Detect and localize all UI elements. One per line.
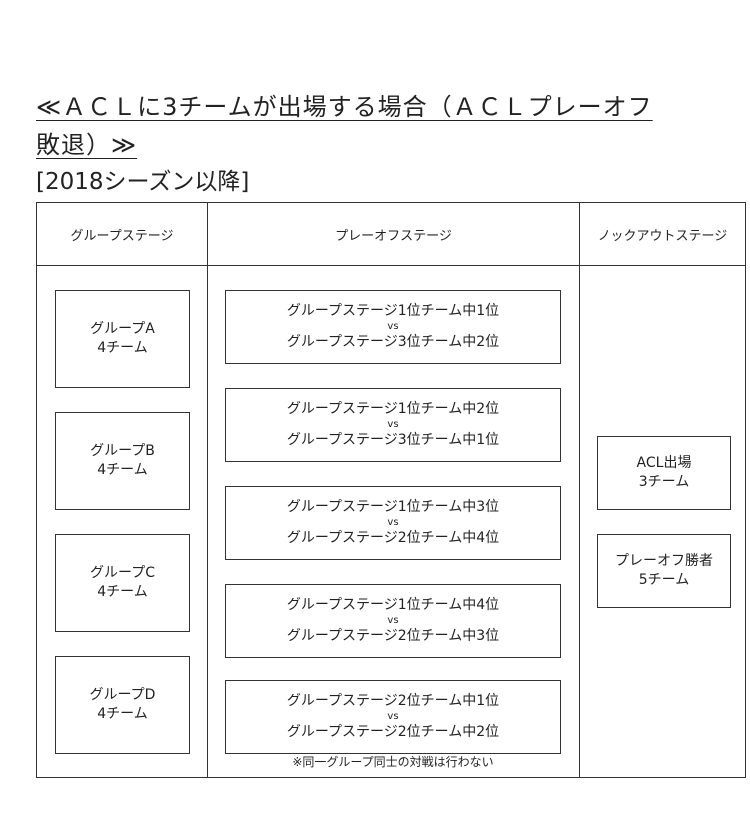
matchup-away: グループステージ3位チーム中2位 xyxy=(286,334,500,350)
matchup-box: グループステージ1位チーム中1位 vs グループステージ3位チーム中2位 xyxy=(225,290,561,364)
group-name: グループB xyxy=(90,443,155,459)
knockout-team-count: 5チーム xyxy=(638,572,690,588)
group-name: グループD xyxy=(89,687,156,703)
group-team-count: 4チーム xyxy=(97,340,148,356)
playoff-note: ※同一グループ同士の対戦は行わない xyxy=(292,755,494,769)
matchup-away: グループステージ2位チーム中4位 xyxy=(286,530,500,546)
matchup-away: グループステージ2位チーム中3位 xyxy=(286,628,500,644)
group-team-count: 4チーム xyxy=(97,584,148,600)
matchup-home: グループステージ1位チーム中3位 xyxy=(286,499,500,515)
group-team-count: 4チーム xyxy=(97,706,148,722)
group-name: グループC xyxy=(90,565,155,581)
group-box: グループA 4チーム xyxy=(55,290,190,388)
matchup-vs: vs xyxy=(387,321,399,332)
group-team-count: 4チーム xyxy=(97,462,148,478)
knockout-team-count: 3チーム xyxy=(638,474,690,490)
column-divider xyxy=(207,203,208,777)
matchup-home: グループステージ1位チーム中4位 xyxy=(286,597,500,613)
knockout-box: ACL出場 3チーム xyxy=(597,436,731,510)
matchup-box: グループステージ1位チーム中4位 vs グループステージ2位チーム中3位 xyxy=(225,584,561,658)
matchup-box: グループステージ1位チーム中2位 vs グループステージ3位チーム中1位 xyxy=(225,388,561,462)
matchup-vs: vs xyxy=(387,419,399,430)
matchup-vs: vs xyxy=(387,517,399,528)
header-knockout-stage: ノックアウトステージ xyxy=(597,228,728,244)
knockout-label: プレーオフ勝者 xyxy=(615,553,713,569)
group-box: グループC 4チーム xyxy=(55,534,190,632)
group-box: グループB 4チーム xyxy=(55,412,190,510)
matchup-away: グループステージ3位チーム中1位 xyxy=(286,432,500,448)
tournament-diagram: グループステージ プレーオフステージ ノックアウトステージ グループA 4チーム… xyxy=(36,202,746,778)
matchup-box: グループステージ2位チーム中1位 vs グループステージ2位チーム中2位 xyxy=(225,680,561,754)
matchup-away: グループステージ2位チーム中2位 xyxy=(286,724,500,740)
header-playoff-stage: プレーオフステージ xyxy=(335,228,452,244)
matchup-home: グループステージ1位チーム中2位 xyxy=(286,401,500,417)
group-name: グループA xyxy=(90,321,155,337)
matchup-box: グループステージ1位チーム中3位 vs グループステージ2位チーム中4位 xyxy=(225,486,561,560)
column-divider xyxy=(579,203,580,777)
header-divider xyxy=(37,265,745,266)
knockout-box: プレーオフ勝者 5チーム xyxy=(597,534,731,608)
matchup-vs: vs xyxy=(387,711,399,722)
knockout-label: ACL出場 xyxy=(636,455,692,471)
season-subheading: [2018シーズン以降] xyxy=(36,169,250,195)
page-heading: ≪ＡＣＬに3チームが出場する場合（ＡＣＬプレーオフ敗退）≫ xyxy=(36,93,653,159)
matchup-home: グループステージ1位チーム中1位 xyxy=(286,303,500,319)
group-box: グループD 4チーム xyxy=(55,656,190,754)
matchup-vs: vs xyxy=(387,615,399,626)
matchup-home: グループステージ2位チーム中1位 xyxy=(286,693,500,709)
header-group-stage: グループステージ xyxy=(70,228,174,244)
